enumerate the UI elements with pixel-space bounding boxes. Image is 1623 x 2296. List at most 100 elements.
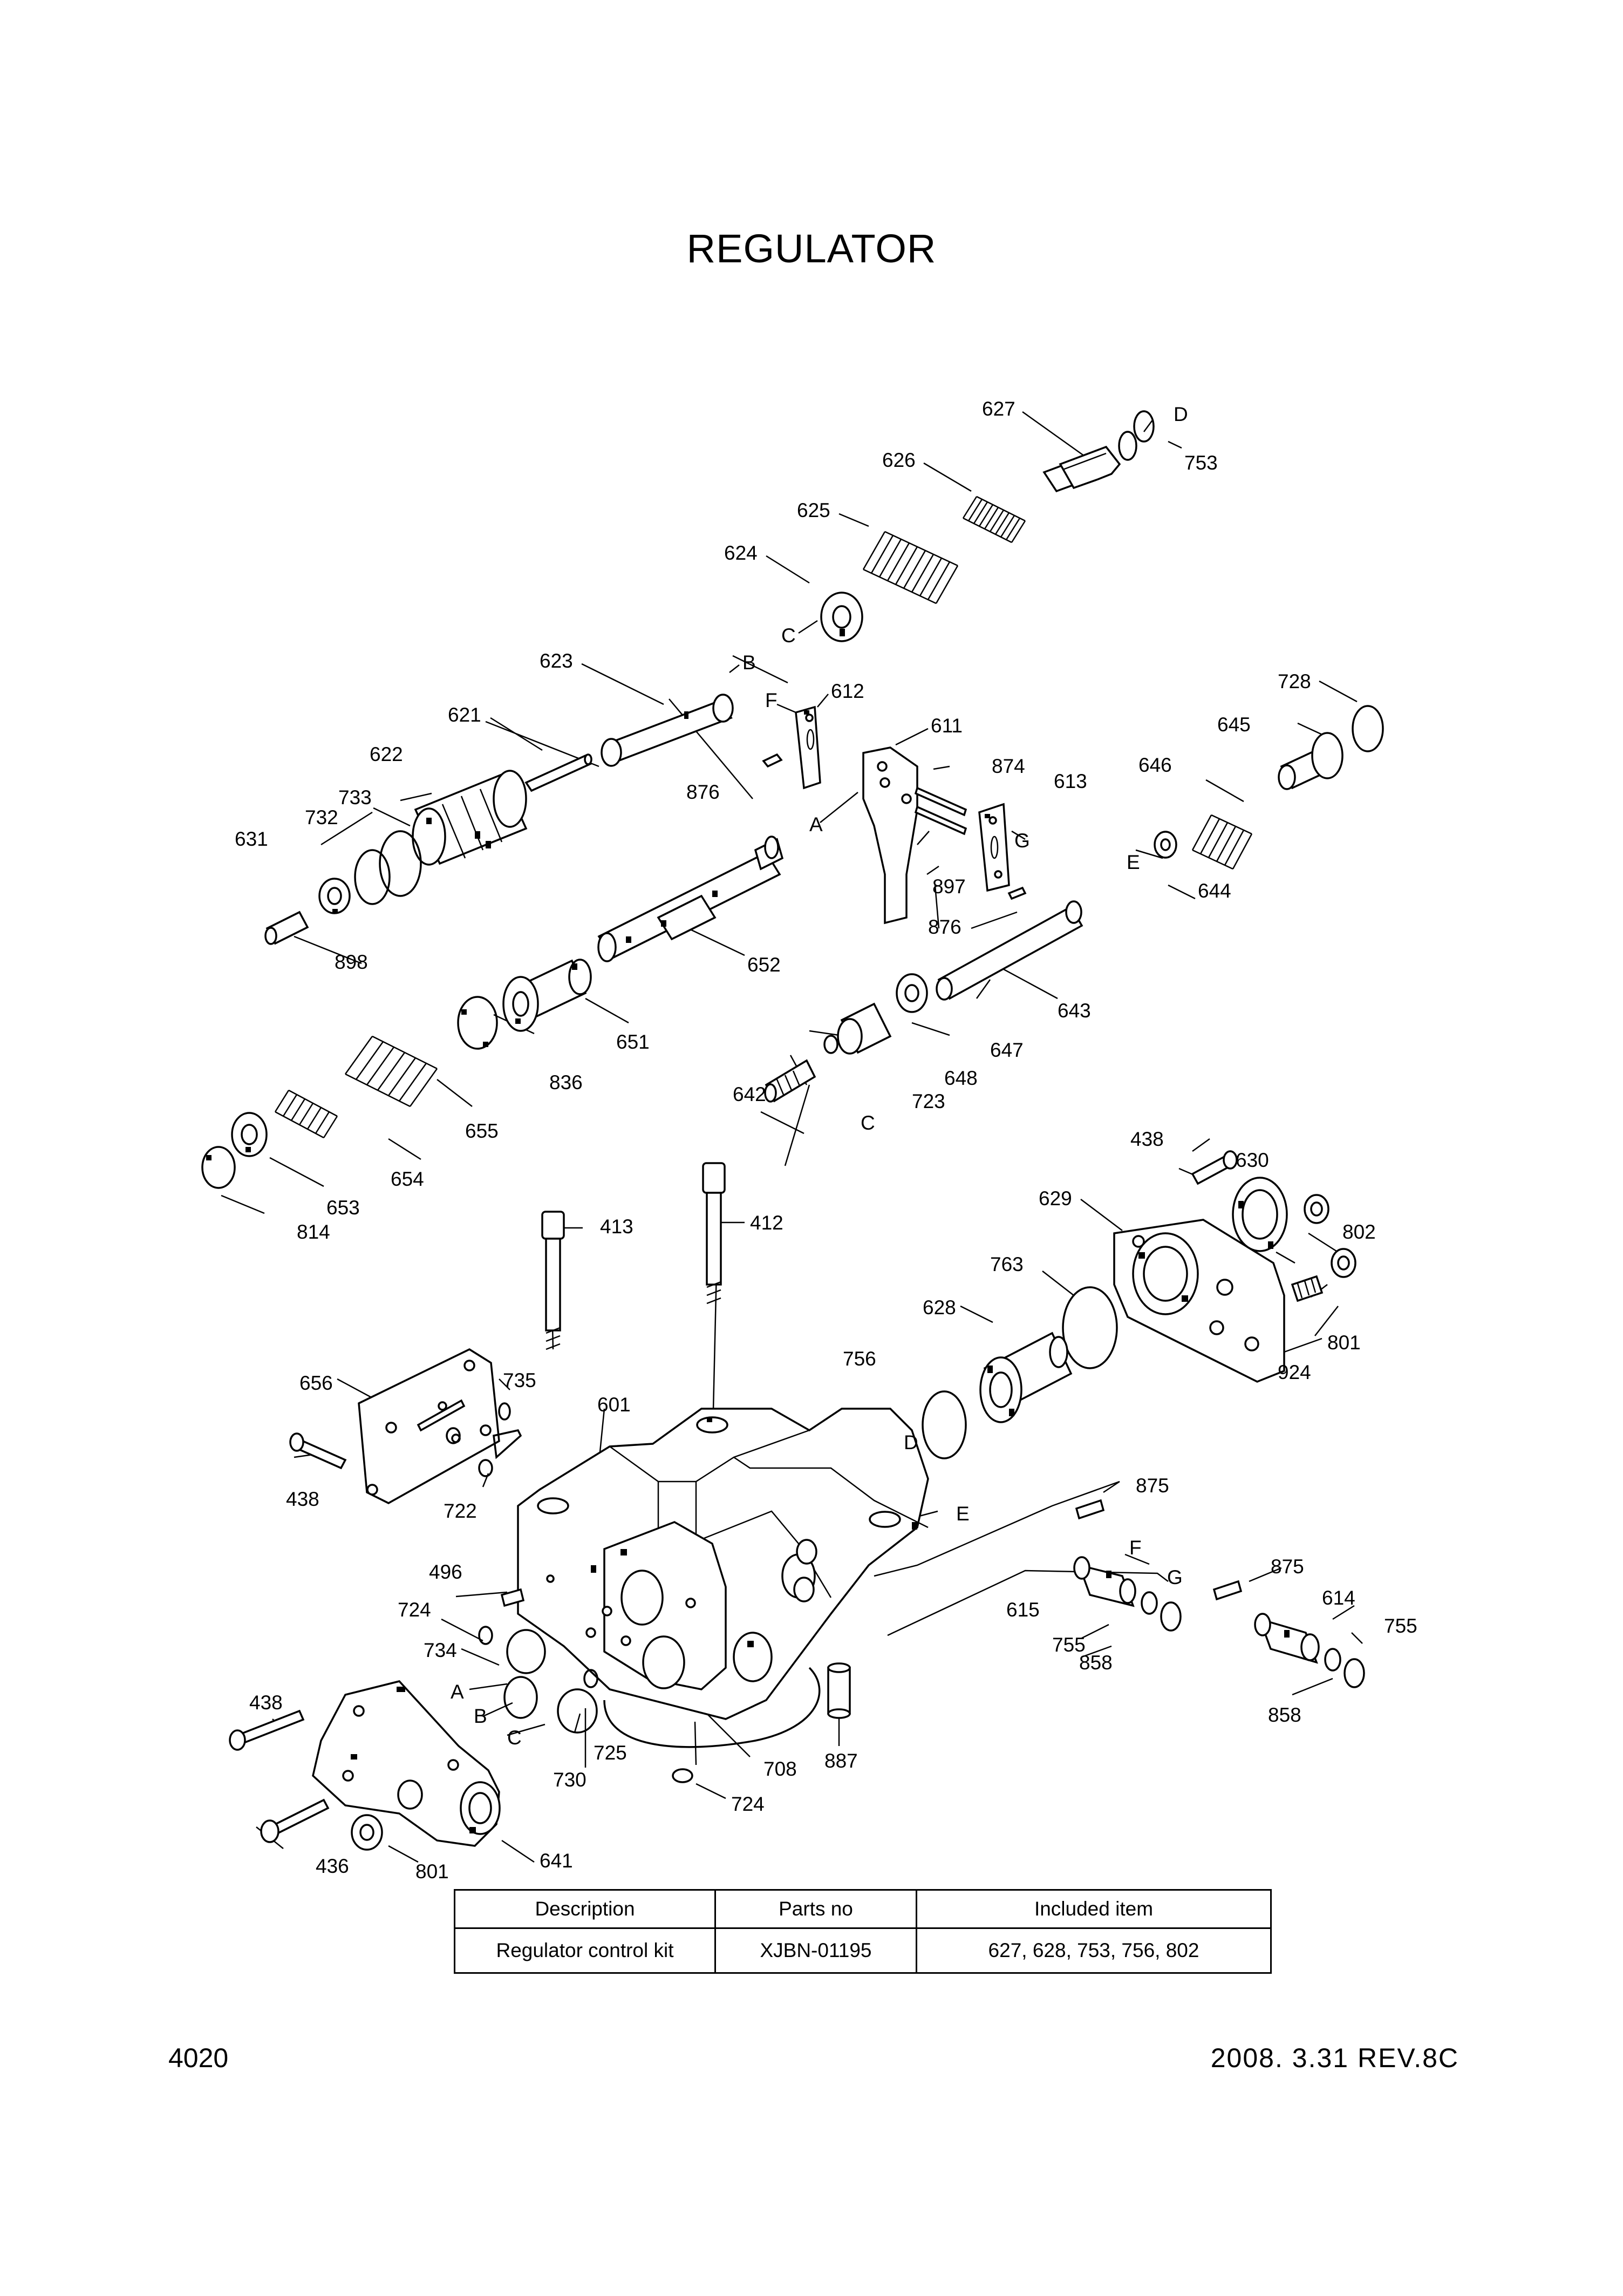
revision-date: 2008. 3.31 REV.8C xyxy=(1210,2043,1459,2073)
callout-653: 653 xyxy=(326,1197,360,1219)
callout-623: 623 xyxy=(540,650,573,672)
callout-613: 613 xyxy=(1054,770,1087,792)
callout-887: 887 xyxy=(824,1750,858,1772)
callout-G-body: G xyxy=(1167,1566,1183,1588)
callout-756: 756 xyxy=(843,1348,876,1370)
callout-B-body: B xyxy=(474,1705,487,1727)
callout-612: 612 xyxy=(831,680,864,702)
callout-A-body: A xyxy=(451,1681,464,1703)
callout-654: 654 xyxy=(391,1168,424,1190)
callout-708: 708 xyxy=(763,1758,797,1780)
callout-898: 898 xyxy=(335,951,368,973)
callout-644: 644 xyxy=(1198,880,1231,902)
callout-753: 753 xyxy=(1184,452,1218,474)
callout-875-top: 875 xyxy=(1136,1475,1169,1497)
callout-876-mid: 876 xyxy=(928,916,961,938)
callout-436: 436 xyxy=(316,1855,349,1877)
callout-801-lower: 801 xyxy=(415,1860,449,1883)
callout-C-body: C xyxy=(507,1727,522,1749)
right-small-parts xyxy=(827,1499,1365,1719)
callout-734: 734 xyxy=(424,1639,457,1661)
callout-724-lower: 724 xyxy=(731,1793,765,1815)
callout-624: 624 xyxy=(724,542,758,564)
callout-755-right: 755 xyxy=(1384,1615,1417,1637)
callout-735: 735 xyxy=(503,1369,536,1391)
callout-622: 622 xyxy=(370,743,403,765)
callout-642: C xyxy=(861,1112,875,1134)
parts-table: Description Parts no Included item Regul… xyxy=(454,1889,1272,1974)
callout-438-right: 438 xyxy=(1130,1128,1164,1150)
callout-728: 728 xyxy=(1278,670,1311,692)
callout-651: 651 xyxy=(616,1031,650,1053)
callout-631: 631 xyxy=(235,828,268,850)
callout-725: 725 xyxy=(594,1742,627,1764)
callout-858-right: 858 xyxy=(1268,1704,1301,1726)
page-title: REGULATOR xyxy=(686,226,937,271)
callout-652: 652 xyxy=(747,954,781,976)
callout-876-top: 876 xyxy=(686,781,720,803)
casing-body xyxy=(517,1408,929,1748)
callout-629: 629 xyxy=(1039,1187,1072,1210)
callout-625: 625 xyxy=(797,499,830,521)
callout-641: 641 xyxy=(540,1850,573,1872)
callout-627: 627 xyxy=(982,398,1015,420)
callout-438-lower: 438 xyxy=(249,1692,283,1714)
callout-601: 601 xyxy=(597,1394,631,1416)
callout-802: 802 xyxy=(1342,1221,1376,1243)
callout-656: 656 xyxy=(299,1372,333,1394)
callout-413: 413 xyxy=(600,1215,633,1238)
callout-438-left: 438 xyxy=(286,1488,319,1510)
callout-724-top: 724 xyxy=(398,1599,431,1621)
table-row: Regulator control kit XJBN-01195 627, 62… xyxy=(454,1927,1272,1974)
right-parts xyxy=(922,1150,1356,1459)
callout-G: G xyxy=(1014,830,1030,852)
callout-755-left: 755 xyxy=(1052,1634,1086,1656)
callout-645: 645 xyxy=(1217,714,1251,736)
callout-924: 924 xyxy=(1278,1361,1311,1383)
cover-plate xyxy=(289,1348,522,1504)
callout-F: F xyxy=(765,689,778,711)
column-header-description: Description xyxy=(454,1889,716,1929)
cell-included-item: 627, 628, 753, 756, 802 xyxy=(916,1927,1272,1974)
callout-722: 722 xyxy=(444,1500,477,1522)
callout-875-mid: 875 xyxy=(1271,1555,1304,1578)
callout-858-left: 858 xyxy=(1079,1652,1113,1674)
callout-B-623: B xyxy=(742,651,756,674)
callout-801-right: 801 xyxy=(1327,1332,1361,1354)
callout-labels: 627 D 753 626 625 624 C 623 B 612 F 611 … xyxy=(235,398,1417,1883)
callout-814: 814 xyxy=(297,1221,330,1243)
callout-647: 647 xyxy=(990,1039,1024,1061)
callout-412: 412 xyxy=(750,1212,783,1234)
callout-643: 643 xyxy=(1058,1000,1091,1022)
long-bolts xyxy=(541,1162,726,1350)
callout-897: 897 xyxy=(932,875,966,898)
callout-763: 763 xyxy=(990,1253,1024,1275)
column-header-parts-no: Parts no xyxy=(714,1889,917,1929)
callout-730: 730 xyxy=(553,1769,587,1791)
callout-496: 496 xyxy=(429,1561,462,1583)
column-header-included-item: Included item xyxy=(916,1889,1272,1929)
callout-611: 611 xyxy=(931,715,963,737)
cell-parts-no: XJBN-01195 xyxy=(714,1927,917,1974)
callout-D-top: D xyxy=(1174,403,1188,425)
callout-733: 733 xyxy=(338,786,372,809)
callout-E-644: E xyxy=(1127,851,1140,873)
callout-836: 836 xyxy=(549,1071,583,1093)
callout-723: 723 xyxy=(912,1090,945,1112)
upper-parts xyxy=(201,410,1384,1189)
callout-F-body: F xyxy=(1129,1537,1142,1559)
page-number: 4020 xyxy=(168,2043,229,2073)
callout-C-642: 642 xyxy=(733,1083,766,1105)
callout-628: 628 xyxy=(923,1296,956,1319)
callout-C-624: C xyxy=(781,624,796,647)
cell-description: Regulator control kit xyxy=(454,1927,716,1974)
callout-621: 621 xyxy=(448,704,481,726)
callout-646: 646 xyxy=(1138,754,1172,776)
lower-left-parts xyxy=(229,1588,693,1851)
callout-615: 615 xyxy=(1006,1599,1040,1621)
callout-A-611: A xyxy=(809,813,823,835)
callout-655: 655 xyxy=(465,1120,499,1142)
callout-648: 648 xyxy=(944,1067,978,1089)
callout-D-body: D xyxy=(904,1431,918,1453)
